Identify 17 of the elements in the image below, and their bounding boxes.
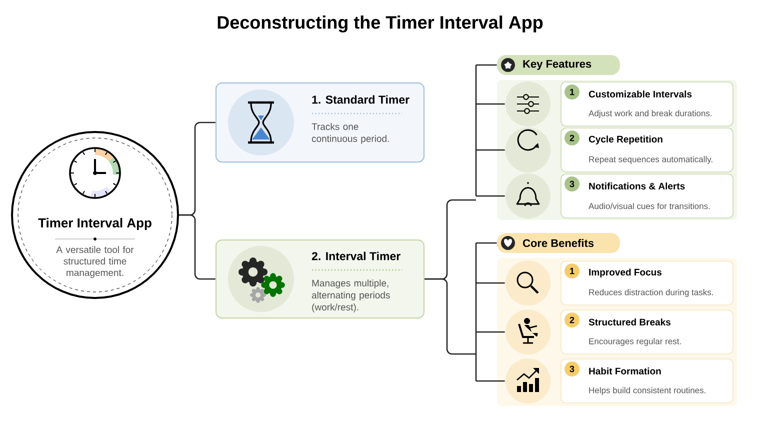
number-badge: 3 — [564, 362, 580, 376]
topic-description: Tracks one continuous period. — [312, 123, 389, 144]
number-badge: 1 — [564, 264, 580, 278]
connector — [424, 242, 506, 382]
number-badge: 2 — [564, 312, 580, 328]
node-description: A versatile tool for structured time management. — [56, 246, 134, 278]
number-badge: 3 — [564, 176, 580, 192]
topic-description: Manages multiple, alternating periods (work/rest). — [312, 280, 390, 312]
number-badge: 1 — [564, 84, 580, 100]
title: Deconstructing the Timer Interval App — [218, 16, 543, 32]
section-pill: Core Benefits — [497, 233, 620, 253]
node-title: Timer Interval App — [38, 218, 152, 230]
section-pill: Key Features — [497, 55, 620, 75]
topic-title: 1. Standard Timer — [312, 95, 410, 104]
number-badge: 2 — [564, 130, 580, 146]
connector — [179, 214, 216, 280]
topic-title: 2. Interval Timer — [312, 252, 400, 260]
